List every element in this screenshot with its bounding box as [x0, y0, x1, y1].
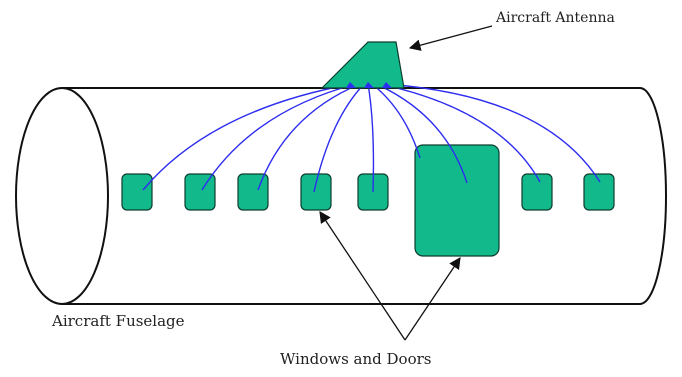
window-3 — [237, 173, 269, 211]
door-callout-arrow — [404, 257, 461, 341]
ray-3 — [257, 83, 361, 191]
ray-1 — [142, 83, 353, 191]
window-callout-arrow — [319, 211, 406, 341]
ray-5 — [367, 83, 375, 193]
fuselage-end-ellipse — [15, 87, 109, 305]
ray-6 — [371, 83, 421, 159]
window-7 — [583, 173, 615, 211]
ray-4 — [313, 83, 365, 193]
window-6 — [521, 173, 553, 211]
window-4 — [300, 173, 332, 211]
radiation-paths — [142, 83, 601, 193]
ray-2 — [201, 83, 357, 191]
ray-8 — [379, 83, 541, 183]
antenna-callout-arrow — [408, 25, 493, 51]
aircraft-antenna — [320, 41, 405, 89]
window-2 — [184, 173, 216, 211]
ray-7 — [375, 83, 468, 184]
antenna-shape — [320, 41, 405, 89]
fuselage-label: Aircraft Fuselage — [51, 312, 185, 330]
aircraft-fuselage — [15, 87, 667, 305]
openings — [121, 144, 615, 257]
antenna-label: Aircraft Antenna — [495, 10, 615, 26]
antenna-feed-arrowheads — [346, 82, 392, 88]
fuselage-body-outline — [62, 87, 667, 305]
window-1 — [121, 173, 153, 211]
ray-9 — [383, 83, 601, 183]
callout-arrows — [319, 25, 493, 341]
openings-label: Windows and Doors — [280, 350, 431, 368]
door — [414, 144, 500, 257]
